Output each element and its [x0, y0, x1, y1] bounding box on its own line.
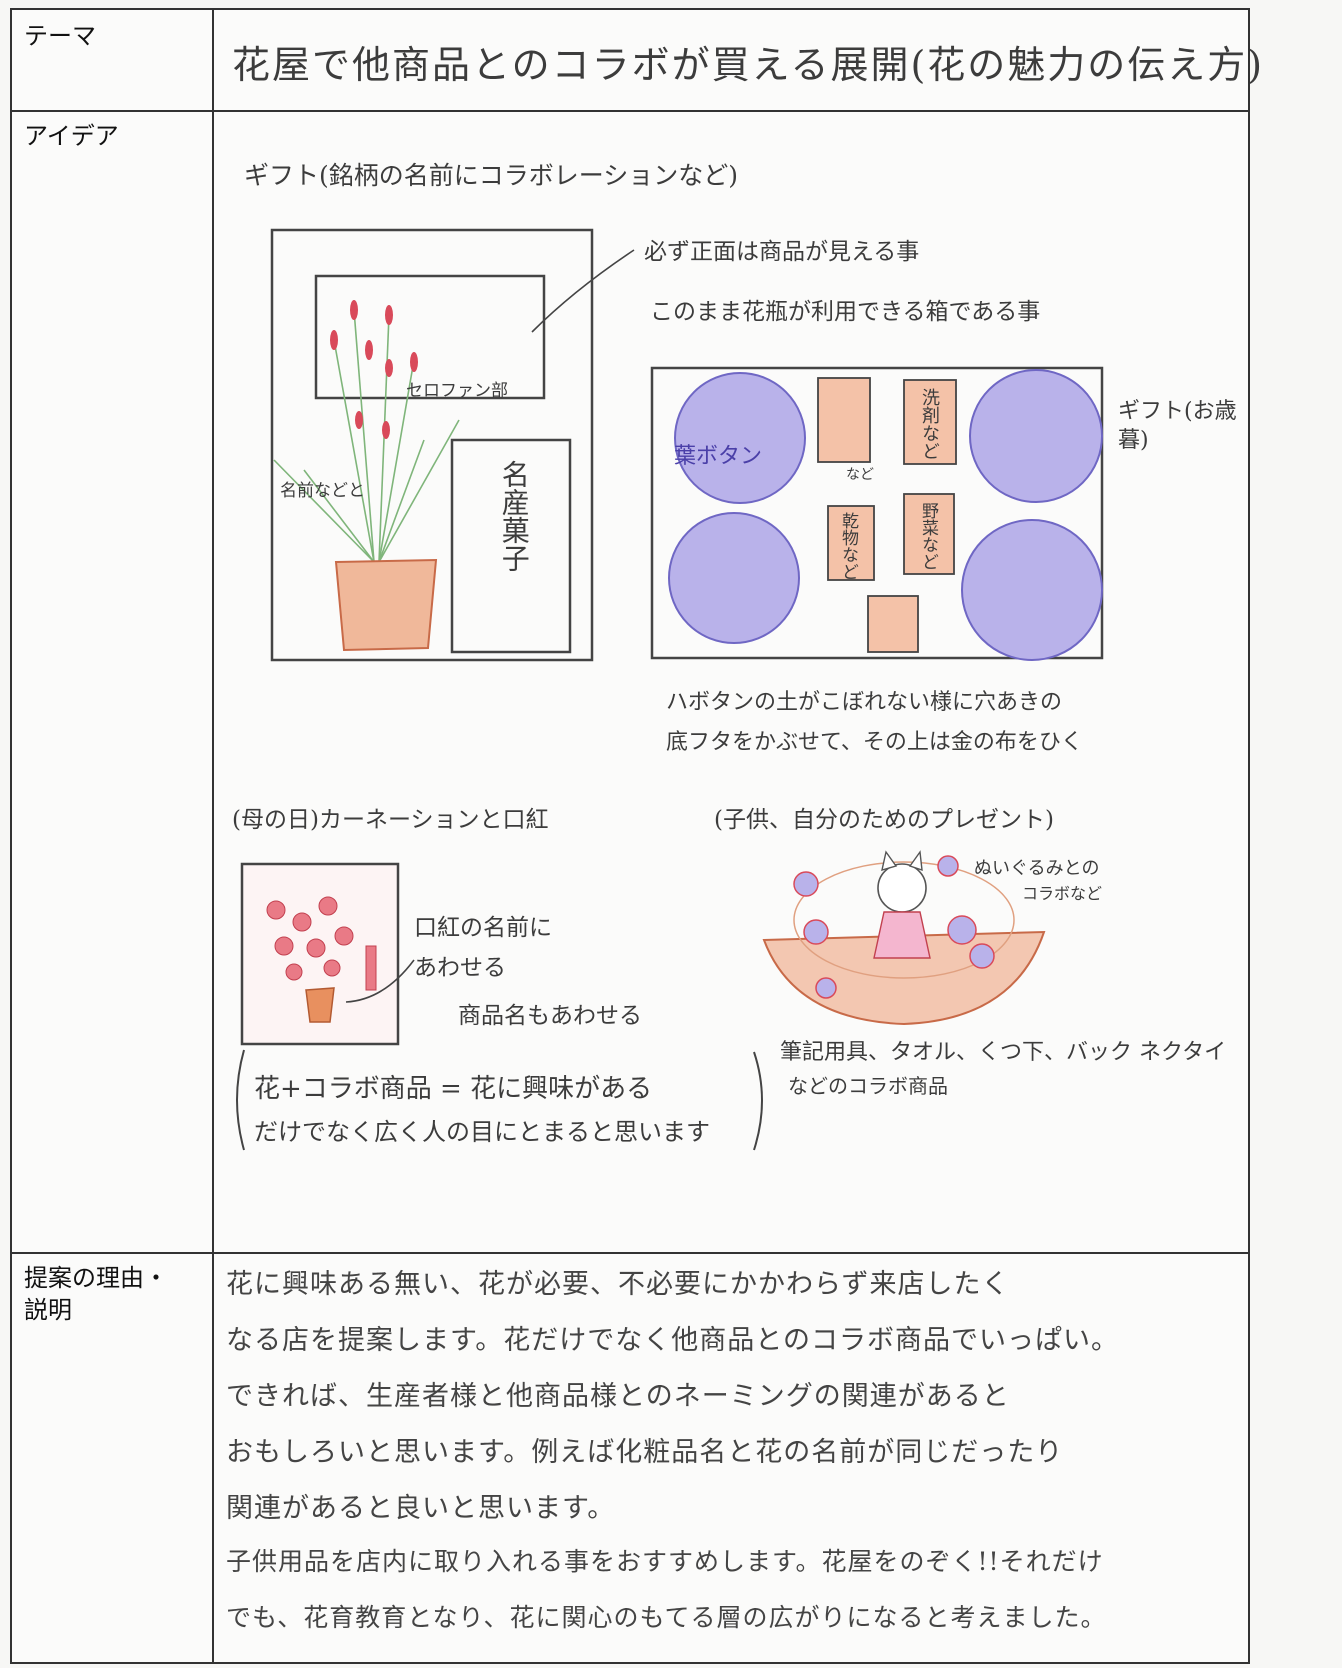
- label-column: テーマ: [12, 10, 214, 110]
- cellophane-label: セロファン部: [406, 381, 508, 401]
- mothers-day-heading: (母の日)カーネーションと口紅: [232, 807, 549, 833]
- reason-line: おもしろいと思います。例えば化粧品名と花の名前が同じだったり: [226, 1437, 1064, 1468]
- theme-label: テーマ: [24, 22, 96, 50]
- meisan-label: 名産菓子: [497, 460, 531, 572]
- label-column: 提案の理由・ 説明: [12, 1252, 214, 1662]
- theme-text: 花屋で他商品とのコラボが買える展開(花の魅力の伝え方): [232, 43, 1265, 87]
- flower-pot: [334, 558, 438, 652]
- kids-heading: (子供、自分のためのプレゼント): [714, 807, 1054, 833]
- carnation-pot: [305, 987, 335, 1023]
- reason-line: 花に興味ある無い、花が必要、不必要にかかわらず来店したく: [226, 1269, 1010, 1300]
- basket-handle: [793, 861, 1015, 979]
- idea-label: アイデア: [24, 122, 119, 150]
- kid-flowers: [793, 855, 995, 999]
- gift-box-outline: [270, 228, 594, 662]
- idea-content: ギフト(銘柄の名前にコラボレーションなど) 必ず正面は商品が見える事 このまま花…: [214, 110, 1248, 1252]
- product-name-note: 商品名もあわせる: [458, 1003, 642, 1029]
- nuigurumi-note-1: ぬいぐるみとの: [974, 858, 1100, 879]
- stem-label: 名前などと: [280, 481, 365, 501]
- habotan-note-1: ハボタンの土がこぼれない様に穴あきの: [666, 690, 1063, 715]
- nuigurumi-note-2: コラボなど: [1022, 884, 1103, 903]
- cat-plush: [873, 850, 931, 959]
- bracket-left: [236, 1049, 245, 1151]
- hamper-box-outline: [650, 366, 1104, 660]
- reason-line: でも、花育教育となり、花に関心のもてる層の広がりになると考えました。: [226, 1603, 1107, 1632]
- senzai-label: 洗剤など: [919, 388, 940, 460]
- theme-row: テーマ 花屋で他商品とのコラボが買える展開(花の魅力の伝え方): [12, 10, 1262, 112]
- bracket-line-2: だけでなく広く人の目にとまると思います: [254, 1118, 710, 1146]
- lipstick: [365, 945, 377, 991]
- cellophane-window: [314, 274, 546, 400]
- lipstick-note-2: あわせる: [414, 955, 506, 981]
- lipstick-note-1: 口紅の名前に: [414, 915, 552, 941]
- reason-line: なる店を提案します。花だけでなく他商品とのコラボ商品でいっぱい。: [226, 1325, 1120, 1356]
- reason-row: 提案の理由・ 説明 花に興味ある無い、花が必要、不必要にかかわらず来店したく な…: [12, 1252, 1248, 1662]
- reason-line: 子供用品を店内に取り入れる事をおすすめします。花屋をのぞく!!それだけ: [226, 1547, 1104, 1576]
- gift-side-label: ギフト(お歳暮): [1118, 399, 1237, 453]
- habotan-note-2: 底フタをかぶせて、その上は金の布をひく: [666, 730, 1083, 755]
- reason-line: 関連があると良いと思います。: [226, 1493, 616, 1524]
- plant-flower-spikes: [330, 300, 418, 439]
- yasai-label: 野菜など: [918, 502, 938, 570]
- note-pointer-line: [531, 249, 635, 333]
- sweets-box: [450, 438, 572, 654]
- collab-line-2: などのコラボ商品: [788, 1074, 948, 1098]
- lipstick-pointer: [345, 959, 415, 1003]
- habotan-circles: [668, 369, 1103, 661]
- habotan-label: 葉ボタン: [674, 444, 763, 469]
- nado-label: など: [846, 467, 874, 483]
- kanbutsu-label: 乾物など: [838, 512, 858, 580]
- idea-row: アイデア: [12, 110, 1248, 1254]
- reason-line: できれば、生産者様と他商品様とのネーミングの関連があると: [226, 1381, 1010, 1412]
- bracket-right: [753, 1051, 763, 1151]
- idea-sketches: [236, 228, 1104, 1151]
- box-note-2: このまま花瓶が利用できる箱である事: [650, 299, 1041, 325]
- proposal-sheet: テーマ 花屋で他商品とのコラボが買える展開(花の魅力の伝え方) アイデア: [10, 8, 1262, 1664]
- reason-label: 提案の理由・ 説明: [24, 1264, 168, 1325]
- box-note-1: 必ず正面は商品が見える事: [644, 239, 920, 265]
- gift-title: ギフト(銘柄の名前にコラボレーションなど): [244, 161, 739, 190]
- bracket-line-1: 花+コラボ商品 = 花に興味がある: [254, 1074, 653, 1104]
- theme-content: 花屋で他商品とのコラボが買える展開(花の魅力の伝え方): [214, 10, 1262, 110]
- product-tags: [817, 377, 957, 653]
- reason-content: 花に興味ある無い、花が必要、不必要にかかわらず来店したく なる店を提案します。花…: [214, 1252, 1248, 1662]
- label-column: アイデア: [12, 110, 214, 1252]
- carnation-flowers: [266, 896, 354, 981]
- plant-stems: [273, 309, 460, 563]
- collab-line-1: 筆記用具、タオル、くつ下、バック ネクタイ: [780, 1040, 1227, 1065]
